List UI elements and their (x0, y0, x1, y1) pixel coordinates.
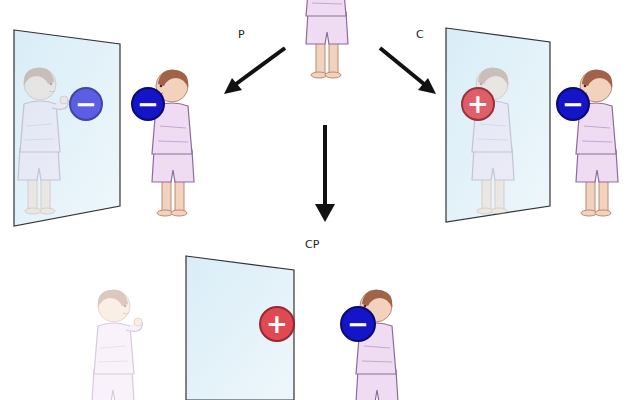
charge-sign: − (347, 311, 369, 337)
charge-sign: − (137, 91, 159, 117)
charge-ball: − (131, 87, 165, 121)
charge-ball: + (461, 87, 495, 121)
transformation-label: P (236, 28, 247, 41)
charge-ball: − (340, 306, 376, 342)
charge-sign: + (266, 311, 288, 337)
charge-sign: − (75, 91, 97, 117)
charge-sign: + (467, 91, 489, 117)
transformation-label: C (414, 28, 426, 41)
charge-ball: − (69, 87, 103, 121)
charge-ball: + (259, 306, 295, 342)
charge-ball: − (556, 87, 590, 121)
transformation-label: CP (303, 238, 321, 251)
charge-sign: − (562, 91, 584, 117)
